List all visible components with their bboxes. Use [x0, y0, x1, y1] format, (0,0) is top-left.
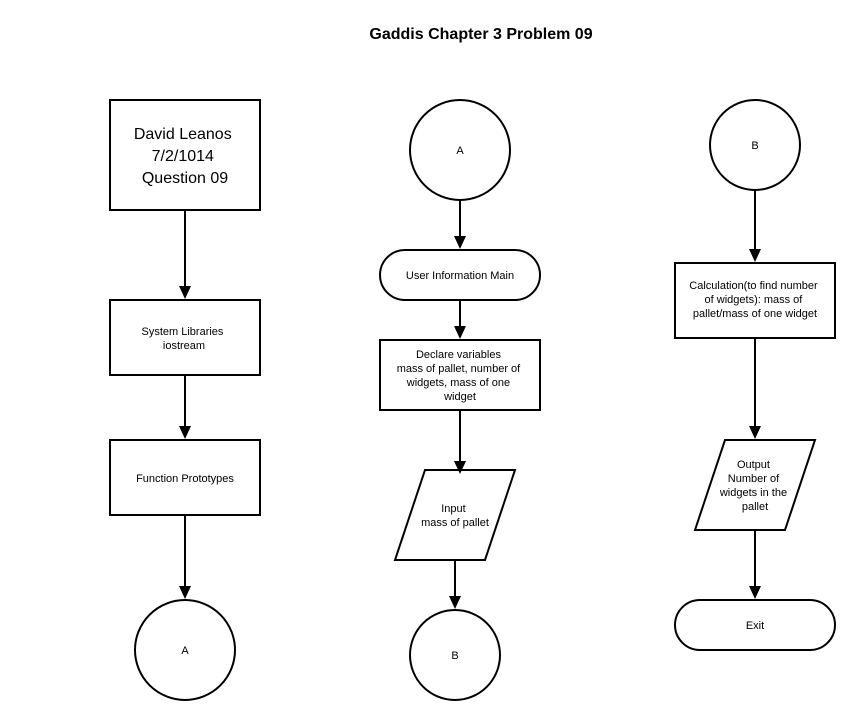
header-line-3: Question 09	[142, 170, 228, 187]
connector-a-off-page-label: A	[181, 645, 189, 657]
declare-variables-label: Declare variables mass of pallet, number…	[397, 349, 524, 403]
arrowhead-connector-b-to-calculation	[749, 249, 761, 262]
libraries-line-1: System Libraries	[142, 326, 224, 338]
user-information-main-label: User Information Main	[406, 270, 514, 282]
declare-line-4: widget	[443, 391, 476, 403]
connector-b-off-page	[409, 609, 501, 701]
arrowhead-connector-a-to-user-info	[454, 236, 466, 249]
arrowhead-libraries-to-prototypes	[179, 426, 191, 439]
input-parallelogram	[393, 469, 517, 561]
output-line-1: Output	[737, 459, 770, 471]
calculation-box	[674, 262, 836, 339]
arrowhead-calculation-to-output	[749, 426, 761, 439]
exit-label: Exit	[746, 620, 764, 632]
exit-terminal	[674, 599, 836, 651]
connector-b-on-page-label: B	[751, 140, 758, 152]
declare-variables-box	[379, 339, 541, 411]
function-prototypes-box	[109, 439, 261, 516]
libraries-line-2: iostream	[163, 340, 205, 352]
arrowhead-header-to-libraries	[179, 286, 191, 299]
declare-line-2: mass of pallet, number of	[397, 363, 521, 375]
header-box	[109, 99, 261, 211]
calculation-line-3: pallet/mass of one widget	[693, 308, 817, 320]
arrowhead-declare-to-input	[454, 461, 466, 474]
connector-a-on-page-label: A	[456, 145, 464, 157]
output-parallelogram	[693, 439, 817, 531]
connector-b-off-page-label: B	[451, 650, 458, 662]
input-line-1: Input	[441, 503, 465, 515]
header-box-label: David Leanos 7/2/1014 Question 09	[134, 126, 236, 187]
output-line-4: pallet	[742, 501, 768, 513]
connector-a-off-page	[134, 599, 236, 701]
arrowhead-output-to-exit	[749, 586, 761, 599]
output-label: Output Number of widgets in the pallet	[719, 459, 790, 513]
input-line-2: mass of pallet	[421, 517, 489, 529]
arrowhead-input-to-connector-b	[449, 596, 461, 609]
output-line-3: widgets in the	[719, 487, 787, 499]
diagram-title: Gaddis Chapter 3 Problem 09	[369, 26, 592, 43]
calculation-line-2: of widgets): mass of	[705, 294, 804, 306]
arrowhead-prototypes-to-connector-a	[179, 586, 191, 599]
input-label: Input mass of pallet	[421, 503, 489, 529]
calculation-label: Calculation(to find number of widgets): …	[689, 280, 820, 320]
calculation-line-1: Calculation(to find number	[689, 280, 818, 292]
declare-line-1: Declare variables	[416, 349, 501, 361]
function-prototypes-label: Function Prototypes	[136, 473, 234, 485]
output-line-2: Number of	[728, 473, 780, 485]
flow-arrows	[179, 190, 761, 609]
system-libraries-label: System Libraries iostream	[142, 326, 227, 352]
arrowhead-user-info-to-declare	[454, 326, 466, 339]
declare-line-3: widgets, mass of one	[406, 377, 510, 389]
header-line-2: 7/2/1014	[152, 148, 214, 165]
header-line-1: David Leanos	[134, 126, 232, 143]
